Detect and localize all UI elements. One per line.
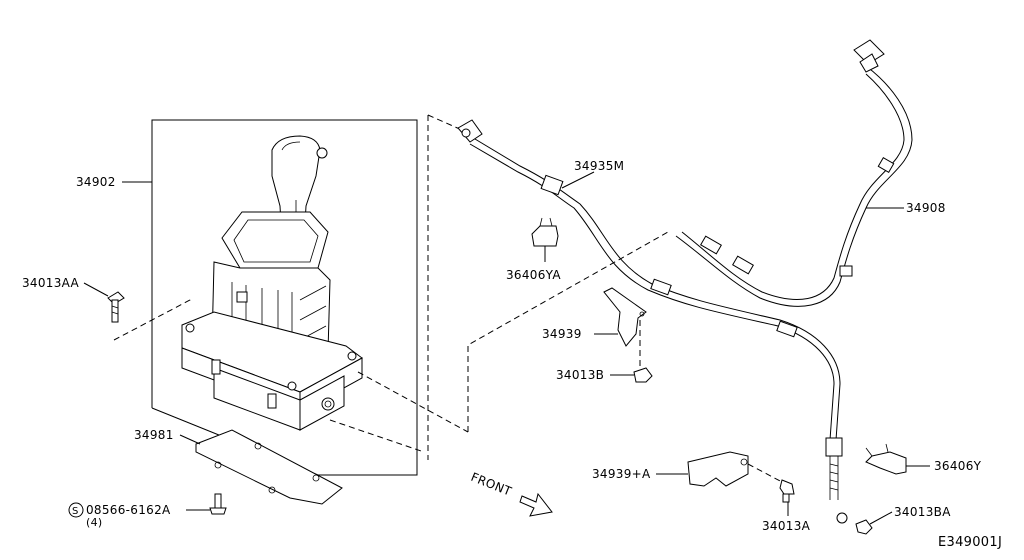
bolt-34013A [779, 479, 795, 503]
leader-base-bottom [329, 419, 425, 453]
plate-34981 [195, 429, 343, 505]
clip-36406YA [531, 225, 559, 247]
leader-34013BA [869, 511, 893, 525]
nut-34013BA [855, 519, 873, 535]
front-label: FRONT [469, 470, 514, 499]
plate-hole-2 [214, 461, 222, 469]
cable-34908 [675, 65, 913, 307]
bolt-34013AA [107, 291, 125, 323]
leader-34013AA [83, 282, 109, 297]
label-34935M: 34935M [574, 159, 624, 173]
label-34013BA: 34013BA [894, 505, 951, 519]
plate-hole-3 [268, 486, 276, 494]
screw-08566 [209, 493, 227, 515]
leader-upper-cable-top [427, 114, 463, 131]
label-36406YA: 36406YA [506, 268, 561, 282]
plate-hole-1 [254, 442, 262, 450]
label-34981: 34981 [134, 428, 174, 442]
leader-base-right [357, 371, 469, 433]
label-34013AA: 34013AA [22, 276, 80, 290]
label-34013A: 34013A [762, 519, 811, 533]
shift-lever-assembly [181, 135, 363, 431]
cable-34935M-lower-end [825, 437, 843, 457]
bracket-34939A [687, 451, 749, 487]
front-arrow-icon [519, 492, 553, 517]
label-36406Y: 36406Y [934, 459, 982, 473]
label-34013B: 34013B [556, 368, 604, 382]
cable-34935M-grommet [540, 174, 564, 196]
label-34902: 34902 [76, 175, 116, 189]
diagram-code: E349001J [938, 535, 1002, 550]
label-34908: 34908 [906, 201, 946, 215]
leader-34981 [179, 434, 201, 445]
label-08566-quantity: (4) [86, 516, 102, 529]
leader-34939A-bolt [747, 463, 783, 483]
label-08566-symbol: S [72, 506, 79, 517]
symbol-s-icon [68, 502, 84, 518]
label-34939A: 34939+A [592, 467, 651, 481]
clip-36406Y [865, 451, 907, 475]
nut-34013B [633, 367, 653, 383]
bracket-34939 [603, 287, 647, 347]
label-08566: 08566-6162A [86, 503, 171, 517]
plate-hole-4 [312, 474, 320, 482]
leader-lower-cable [467, 231, 669, 432]
leader-bolt [113, 296, 191, 341]
assembly-frame [151, 119, 418, 476]
label-34939: 34939 [542, 327, 582, 341]
leader-34935M [561, 171, 595, 189]
